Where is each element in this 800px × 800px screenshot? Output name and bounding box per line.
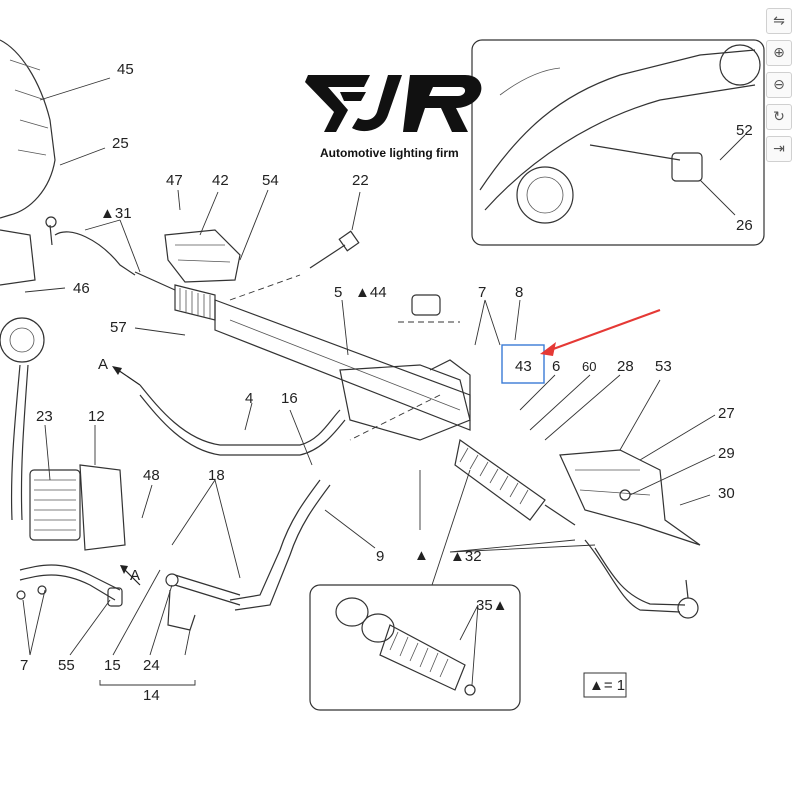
arrow-a2-label: A <box>130 567 140 584</box>
bolt-22 <box>309 230 360 269</box>
swap-icon[interactable]: ⇋ <box>766 8 792 34</box>
brand-logo <box>300 70 500 145</box>
legend-text: ▲= 1 <box>589 677 625 694</box>
callout-4: 4 <box>245 390 253 407</box>
callout-12: 12 <box>88 408 105 425</box>
valve-44 <box>398 294 460 323</box>
lower-fittings <box>16 573 196 631</box>
pipe-9 <box>174 479 331 611</box>
callout-8: 8 <box>515 284 523 301</box>
callout-15: 15 <box>104 657 121 674</box>
brand-tagline: Automotive lighting firm <box>320 146 459 160</box>
callout-25: 25 <box>112 135 129 152</box>
callout-44: ▲44 <box>355 284 387 301</box>
callout-53: 53 <box>655 358 672 375</box>
callout-24: 24 <box>143 657 160 674</box>
callout-14: 14 <box>143 687 160 704</box>
hose-4 <box>139 384 346 456</box>
callout-30: 30 <box>718 485 735 502</box>
callout-6: 6 <box>552 358 560 375</box>
rotate-icon[interactable]: ↻ <box>766 104 792 130</box>
callout-18: 18 <box>208 467 225 484</box>
callout-54: 54 <box>262 172 279 189</box>
callout-47: 47 <box>166 172 183 189</box>
steering-rack-body <box>174 284 576 526</box>
callout-46: 46 <box>73 280 90 297</box>
callout-55: 55 <box>58 657 75 674</box>
callout-22: 22 <box>352 172 369 189</box>
callout-57: 57 <box>110 319 127 336</box>
callout-32: ▲32 <box>450 548 482 565</box>
callout-7-bottom: 7 <box>20 657 28 674</box>
callout-28: 28 <box>617 358 634 375</box>
bracket-42 <box>164 229 241 283</box>
callout-29: 29 <box>718 445 735 462</box>
callout-31: ▲31 <box>100 205 132 222</box>
callout-48: 48 <box>143 467 160 484</box>
callout-27: 27 <box>718 405 735 422</box>
view-arrow-a2 <box>120 565 141 586</box>
callout-23: 23 <box>36 408 53 425</box>
tie-rod-end-right <box>584 539 699 619</box>
arrow-a1-label: A <box>98 356 108 373</box>
zoom-in-icon[interactable]: ⊕ <box>766 40 792 66</box>
callout-43: 43 <box>515 358 532 375</box>
callout-marker: ▲ <box>414 547 429 564</box>
red-pointer-arrow <box>540 308 661 356</box>
viewer-toolbar: ⇋ ⊕ ⊖ ↻ ⇥ <box>766 8 792 168</box>
callout-60: 60 <box>582 359 596 374</box>
fjr-logo-mark <box>305 75 482 132</box>
callout-5: 5 <box>334 284 342 301</box>
callout-leaders <box>22 77 716 686</box>
callout-16: 16 <box>281 390 298 407</box>
callout-42: 42 <box>212 172 229 189</box>
zoom-out-icon[interactable]: ⊖ <box>766 72 792 98</box>
callout-45: 45 <box>117 61 134 78</box>
inset-boot-kit <box>309 584 521 711</box>
callout-9: 9 <box>376 548 384 565</box>
view-arrow-a1 <box>112 366 141 386</box>
body-frame-left <box>0 39 56 521</box>
legend-box <box>583 672 627 698</box>
callout-7-top: 7 <box>478 284 486 301</box>
fit-icon[interactable]: ⇥ <box>766 136 792 162</box>
heat-shield <box>559 449 701 546</box>
callout-26: 26 <box>736 217 753 234</box>
callout-35: 35▲ <box>476 597 508 614</box>
highlight-box <box>501 344 545 384</box>
callout-52: 52 <box>736 122 753 139</box>
tie-rod-left <box>45 216 176 291</box>
oil-cooler-assembly <box>19 464 126 601</box>
inset-car-detail <box>471 39 765 246</box>
